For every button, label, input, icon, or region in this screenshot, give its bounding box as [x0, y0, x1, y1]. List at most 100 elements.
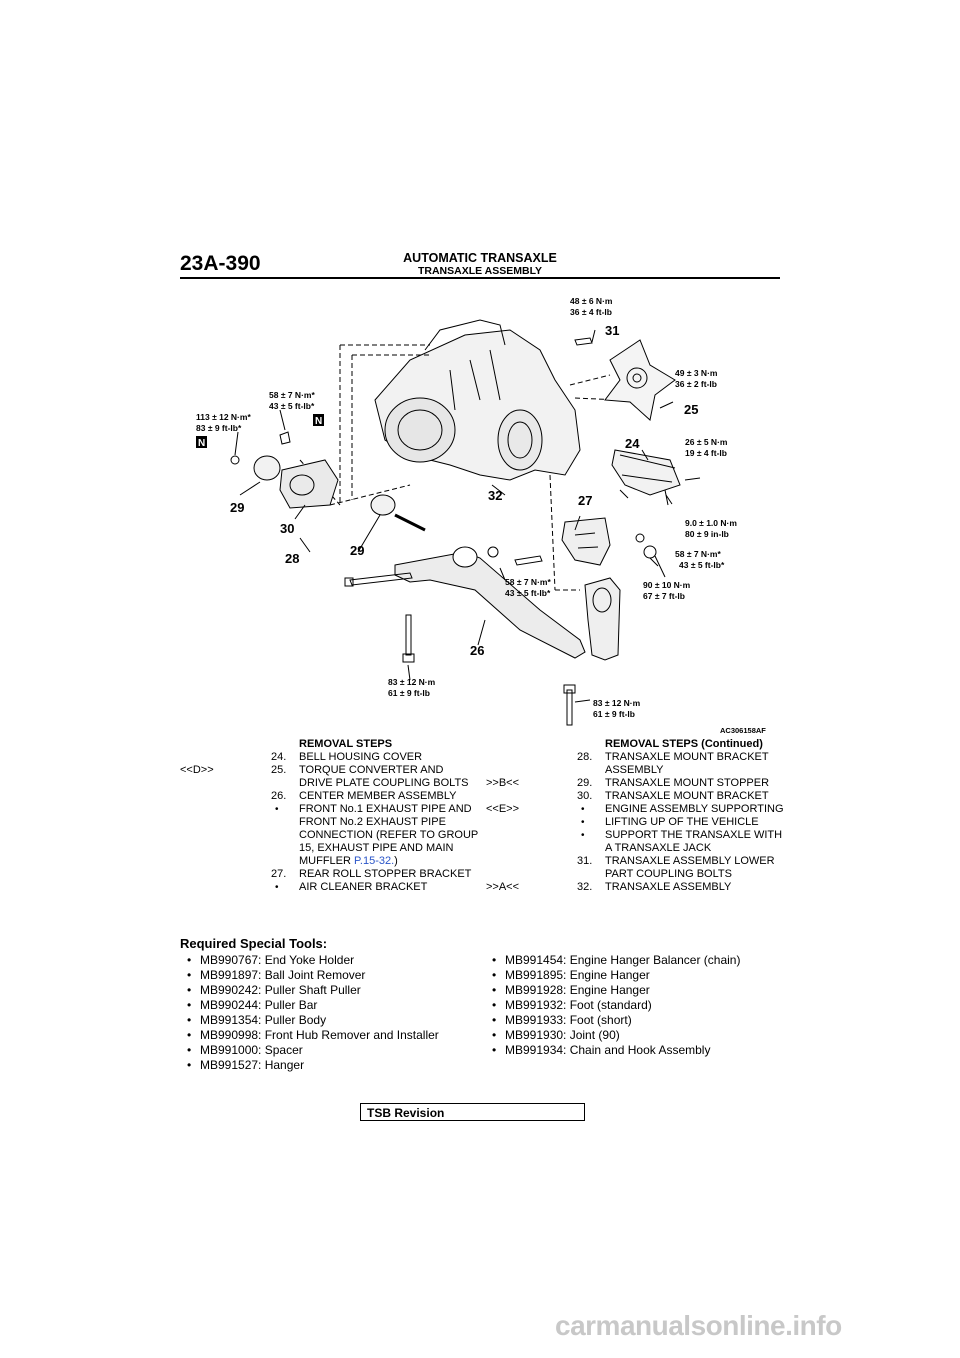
bullet-icon: •: [581, 817, 585, 828]
step-row: <<D>> 25. TORQUE CONVERTER AND DRIVE PLATE…: [180, 764, 480, 790]
n-mark-top: [313, 414, 324, 426]
tool-item: MB990767: End Yoke Holder: [180, 953, 480, 968]
page-number: 23A-390: [180, 252, 261, 275]
step-number: 24.: [271, 751, 287, 763]
torque-label-27: 58 ± 7 N·m*43 ± 5 ft-lb*: [675, 549, 725, 570]
removal-steps: REMOVAL STEPS 24. BELL HOUSING COVER <<D>…: [180, 738, 480, 894]
step-row: • LIFTING UP OF THE VEHICLE: [486, 816, 786, 829]
tool-item: MB991527: Hanger: [180, 1058, 480, 1073]
step-text: LIFTING UP OF THE VEHICLE: [605, 816, 759, 828]
removal-steps-continued-heading: REMOVAL STEPS (Continued): [605, 738, 763, 750]
tool-item: MB990998: Front Hub Remover and Installe…: [180, 1028, 480, 1043]
step-mark: >>A<<: [486, 881, 520, 893]
step-row: 24. BELL HOUSING COVER: [180, 751, 480, 764]
step-text: TRANSAXLE MOUNT STOPPER: [605, 777, 770, 789]
page-title: AUTOMATIC TRANSAXLE TRANSAXLE ASSEMBLY: [380, 252, 580, 278]
special-tools-heading: Required Special Tools:: [180, 936, 328, 951]
step-number: 25.: [271, 764, 287, 776]
page-reference-link[interactable]: P.15-32.: [354, 855, 395, 867]
callout-25: 25: [684, 402, 698, 417]
tool-item: MB990242: Puller Shaft Puller: [180, 983, 480, 998]
callout-32: 32: [488, 488, 502, 503]
step-text: AIR CLEANER BRACKET: [299, 881, 428, 893]
tool-item: MB991930: Joint (90): [485, 1028, 785, 1043]
callout-29-left: 29: [230, 500, 244, 515]
tool-item: MB991932: Foot (standard): [485, 998, 785, 1013]
callout-31: 31: [605, 323, 619, 338]
step-number: 27.: [271, 868, 287, 880]
torque-label-center: 58 ± 7 N·m*43 ± 5 ft-lb*: [505, 577, 551, 598]
step-text-tail: ): [394, 855, 398, 867]
step-row: 26. CENTER MEMBER ASSEMBLY: [180, 790, 480, 803]
torque-label-mount-left: 113 ± 12 N·m*83 ± 9 ft-lb*: [196, 412, 251, 433]
step-row: 31. TRANSAXLE ASSEMBLY LOWER PART COUPLIN…: [486, 855, 786, 881]
header-rule: [180, 277, 780, 279]
tool-item: MB991933: Foot (short): [485, 1013, 785, 1028]
tool-item: MB991895: Engine Hanger: [485, 968, 785, 983]
tsb-revision-box: TSB Revision: [360, 1103, 585, 1121]
callout-30: 30: [280, 521, 294, 536]
torque-label-mount-top: 58 ± 7 N·m*43 ± 5 ft-lb*: [269, 390, 315, 411]
step-row: • FRONT No.1 EXHAUST PIPE AND FRONT No.2 …: [180, 803, 480, 868]
step-row: >>A<<32.TRANSAXLE ASSEMBLY: [486, 881, 786, 894]
step-text: TRANSAXLE ASSEMBLY LOWER PART COUPLING B…: [605, 855, 775, 880]
step-number: 26.: [271, 790, 287, 802]
step-row: •AIR CLEANER BRACKET: [180, 881, 480, 894]
removal-steps-heading: REMOVAL STEPS: [299, 738, 393, 750]
step-text: TRANSAXLE ASSEMBLY: [605, 881, 732, 893]
step-text: FRONT No.1 EXHAUST PIPE AND FRONT No.2 E…: [299, 803, 479, 867]
step-number: 28.: [577, 751, 593, 763]
n-mark-top-text: N: [315, 416, 322, 427]
step-number: 29.: [577, 777, 593, 789]
step-text: CENTER MEMBER ASSEMBLY: [299, 790, 457, 802]
step-number: 31.: [577, 855, 593, 867]
tool-item: MB991454: Engine Hanger Balancer (chain): [485, 953, 785, 968]
special-tools-list-right: MB991454: Engine Hanger Balancer (chain)…: [485, 953, 785, 1058]
step-text: REAR ROLL STOPPER BRACKET: [299, 868, 472, 880]
callout-26: 26: [470, 643, 484, 658]
bullet-icon: •: [581, 804, 585, 815]
step-number: 30.: [577, 790, 593, 802]
step-text: TRANSAXLE MOUNT BRACKET ASSEMBLY: [605, 751, 769, 776]
step-row: 27. REAR ROLL STOPPER BRACKET: [180, 868, 480, 881]
section-title: AUTOMATIC TRANSAXLE: [403, 251, 557, 265]
step-text: TORQUE CONVERTER AND DRIVE PLATE COUPLIN…: [299, 764, 469, 789]
step-mark: <<D>>: [180, 764, 214, 776]
tool-item: MB991897: Ball Joint Remover: [180, 968, 480, 983]
special-tools-list-left: MB990767: End Yoke Holder MB991897: Ball…: [180, 953, 480, 1073]
tool-item: MB991934: Chain and Hook Assembly: [485, 1043, 785, 1058]
callout-27: 27: [578, 493, 592, 508]
step-text: BELL HOUSING COVER: [299, 751, 423, 763]
n-mark-left-text: N: [198, 438, 205, 449]
figure-id: AC306158AF: [720, 726, 766, 735]
bullet-icon: •: [275, 804, 279, 815]
step-mark: >>B<<: [486, 777, 520, 789]
step-row: 30. TRANSAXLE MOUNT BRACKET: [486, 790, 786, 803]
n-mark-left: [196, 436, 207, 448]
callout-28: 28: [285, 551, 299, 566]
step-mark: <<E>>: [486, 803, 520, 815]
step-row: <<E>> • ENGINE ASSEMBLY SUPPORTING: [486, 803, 786, 816]
step-text: ENGINE ASSEMBLY SUPPORTING: [605, 803, 784, 815]
tool-item: MB990244: Puller Bar: [180, 998, 480, 1013]
step-text: SUPPORT THE TRANSAXLE WITH A TRANSAXLE J…: [605, 829, 783, 854]
watermark: carmanualsonline.info: [555, 1310, 842, 1341]
step-row: • SUPPORT THE TRANSAXLE WITH A TRANSAXLE …: [486, 829, 786, 855]
step-text: TRANSAXLE MOUNT BRACKET: [605, 790, 769, 802]
tool-item: MB991354: Puller Body: [180, 1013, 480, 1028]
removal-steps-continued: REMOVAL STEPS (Continued) 28. TRANSAXLE M…: [486, 738, 786, 894]
callout-29-right: 29: [350, 543, 364, 558]
step-row: >>B<< 29. TRANSAXLE MOUNT STOPPER: [486, 777, 786, 790]
bullet-icon: •: [581, 830, 585, 841]
tool-item: MB991000: Spacer: [180, 1043, 480, 1058]
subsection-title: TRANSAXLE ASSEMBLY: [417, 265, 543, 277]
callout-24: 24: [625, 436, 640, 451]
